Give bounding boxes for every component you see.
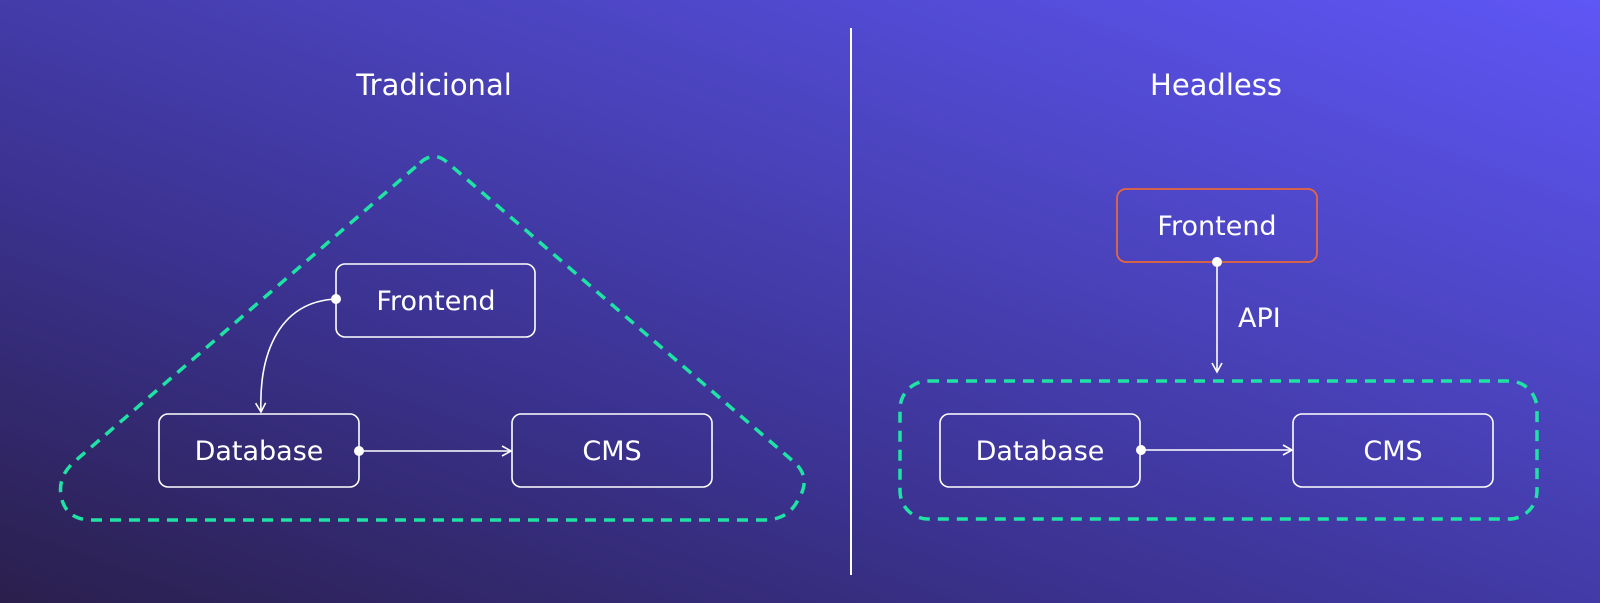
headless-frontend-node: Frontend: [1116, 188, 1318, 263]
panel-headless: Headless Frontend API Database CMS: [898, 68, 1539, 521]
traditional-database-label: Database: [195, 436, 324, 467]
headless-database-connector-dot: [1136, 445, 1146, 455]
traditional-frontend-label: Frontend: [376, 286, 495, 317]
panel-traditional: Tradicional Frontend Database CMS: [58, 68, 806, 522]
monolith-group-outline: [58, 154, 806, 522]
traditional-frontend-to-database-connector: [254, 298, 337, 414]
backend-group-outline: [898, 379, 1539, 521]
traditional-frontend-connector-dot: [331, 294, 341, 304]
traditional-cms-label: CMS: [582, 436, 641, 467]
headless-cms-label: CMS: [1363, 436, 1422, 467]
headless-frontend-label: Frontend: [1157, 211, 1276, 242]
headless-database-label: Database: [976, 436, 1105, 467]
headless-database-node: Database: [939, 413, 1141, 488]
headless-cms-node: CMS: [1292, 413, 1494, 488]
traditional-database-connector-dot: [354, 446, 364, 456]
panel-title-headless: Headless: [1150, 68, 1282, 102]
traditional-frontend-node: Frontend: [335, 263, 536, 338]
traditional-cms-node: CMS: [511, 413, 713, 488]
headless-frontend-connector-dot: [1212, 257, 1222, 267]
traditional-database-node: Database: [158, 413, 360, 488]
headless-api-label: API: [1238, 303, 1281, 334]
panel-title-traditional: Tradicional: [355, 68, 512, 102]
